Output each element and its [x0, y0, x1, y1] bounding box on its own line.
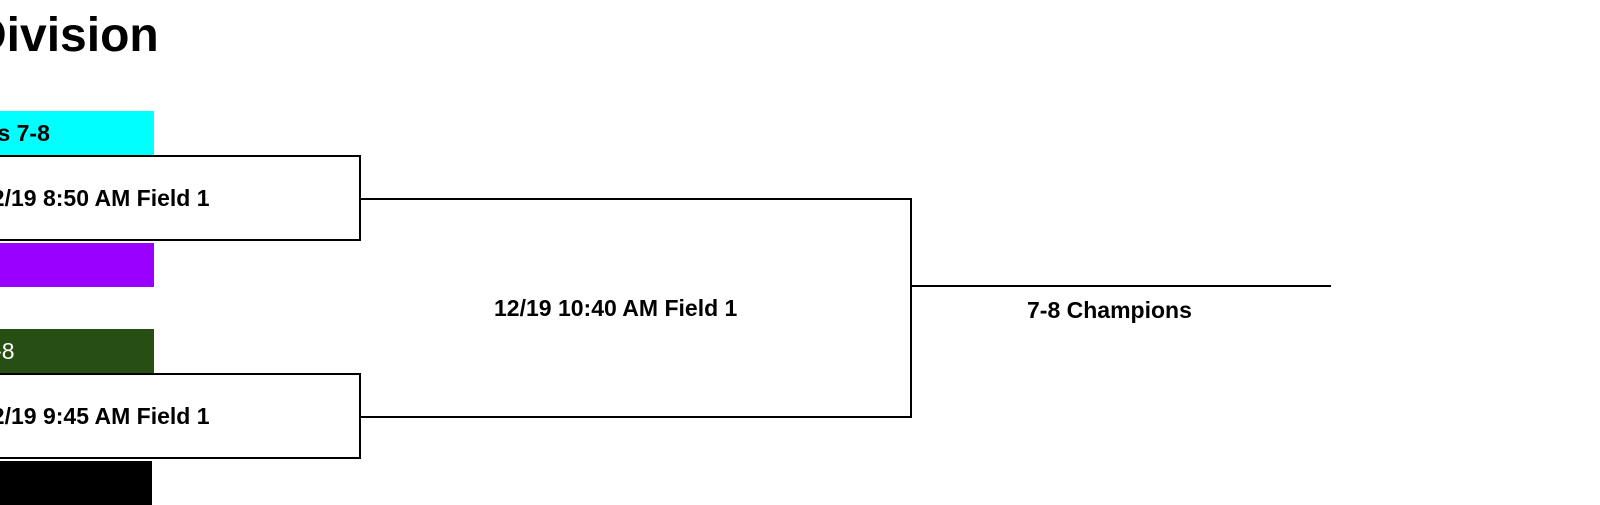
champion-label: 7-8 Champions	[1027, 297, 1192, 323]
team-slot-1-label: Blue Waves 7-8	[0, 120, 50, 146]
game-box-1: 12/19 8:50 AM Field 1	[0, 155, 361, 241]
game-box-2-label: 12/19 9:45 AM Field 1	[0, 403, 210, 429]
connector-game-2	[361, 416, 912, 418]
final-game-label: 12/19 10:40 AM Field 1	[494, 295, 738, 321]
team-slot-4	[0, 461, 152, 505]
team-slot-1: Blue Waves 7-8	[0, 111, 154, 155]
game-box-1-label: 12/19 8:50 AM Field 1	[0, 185, 210, 211]
connector-champion	[910, 285, 1331, 287]
team-slot-3-label: Green 7-8	[0, 338, 15, 364]
connector-game-1	[361, 198, 912, 200]
page-title: Division	[0, 6, 159, 66]
team-slot-3: Green 7-8	[0, 329, 154, 373]
title-text: Division	[0, 9, 159, 62]
game-box-2: 12/19 9:45 AM Field 1	[0, 373, 361, 459]
team-slot-2	[0, 243, 154, 287]
connector-vertical	[910, 198, 912, 418]
